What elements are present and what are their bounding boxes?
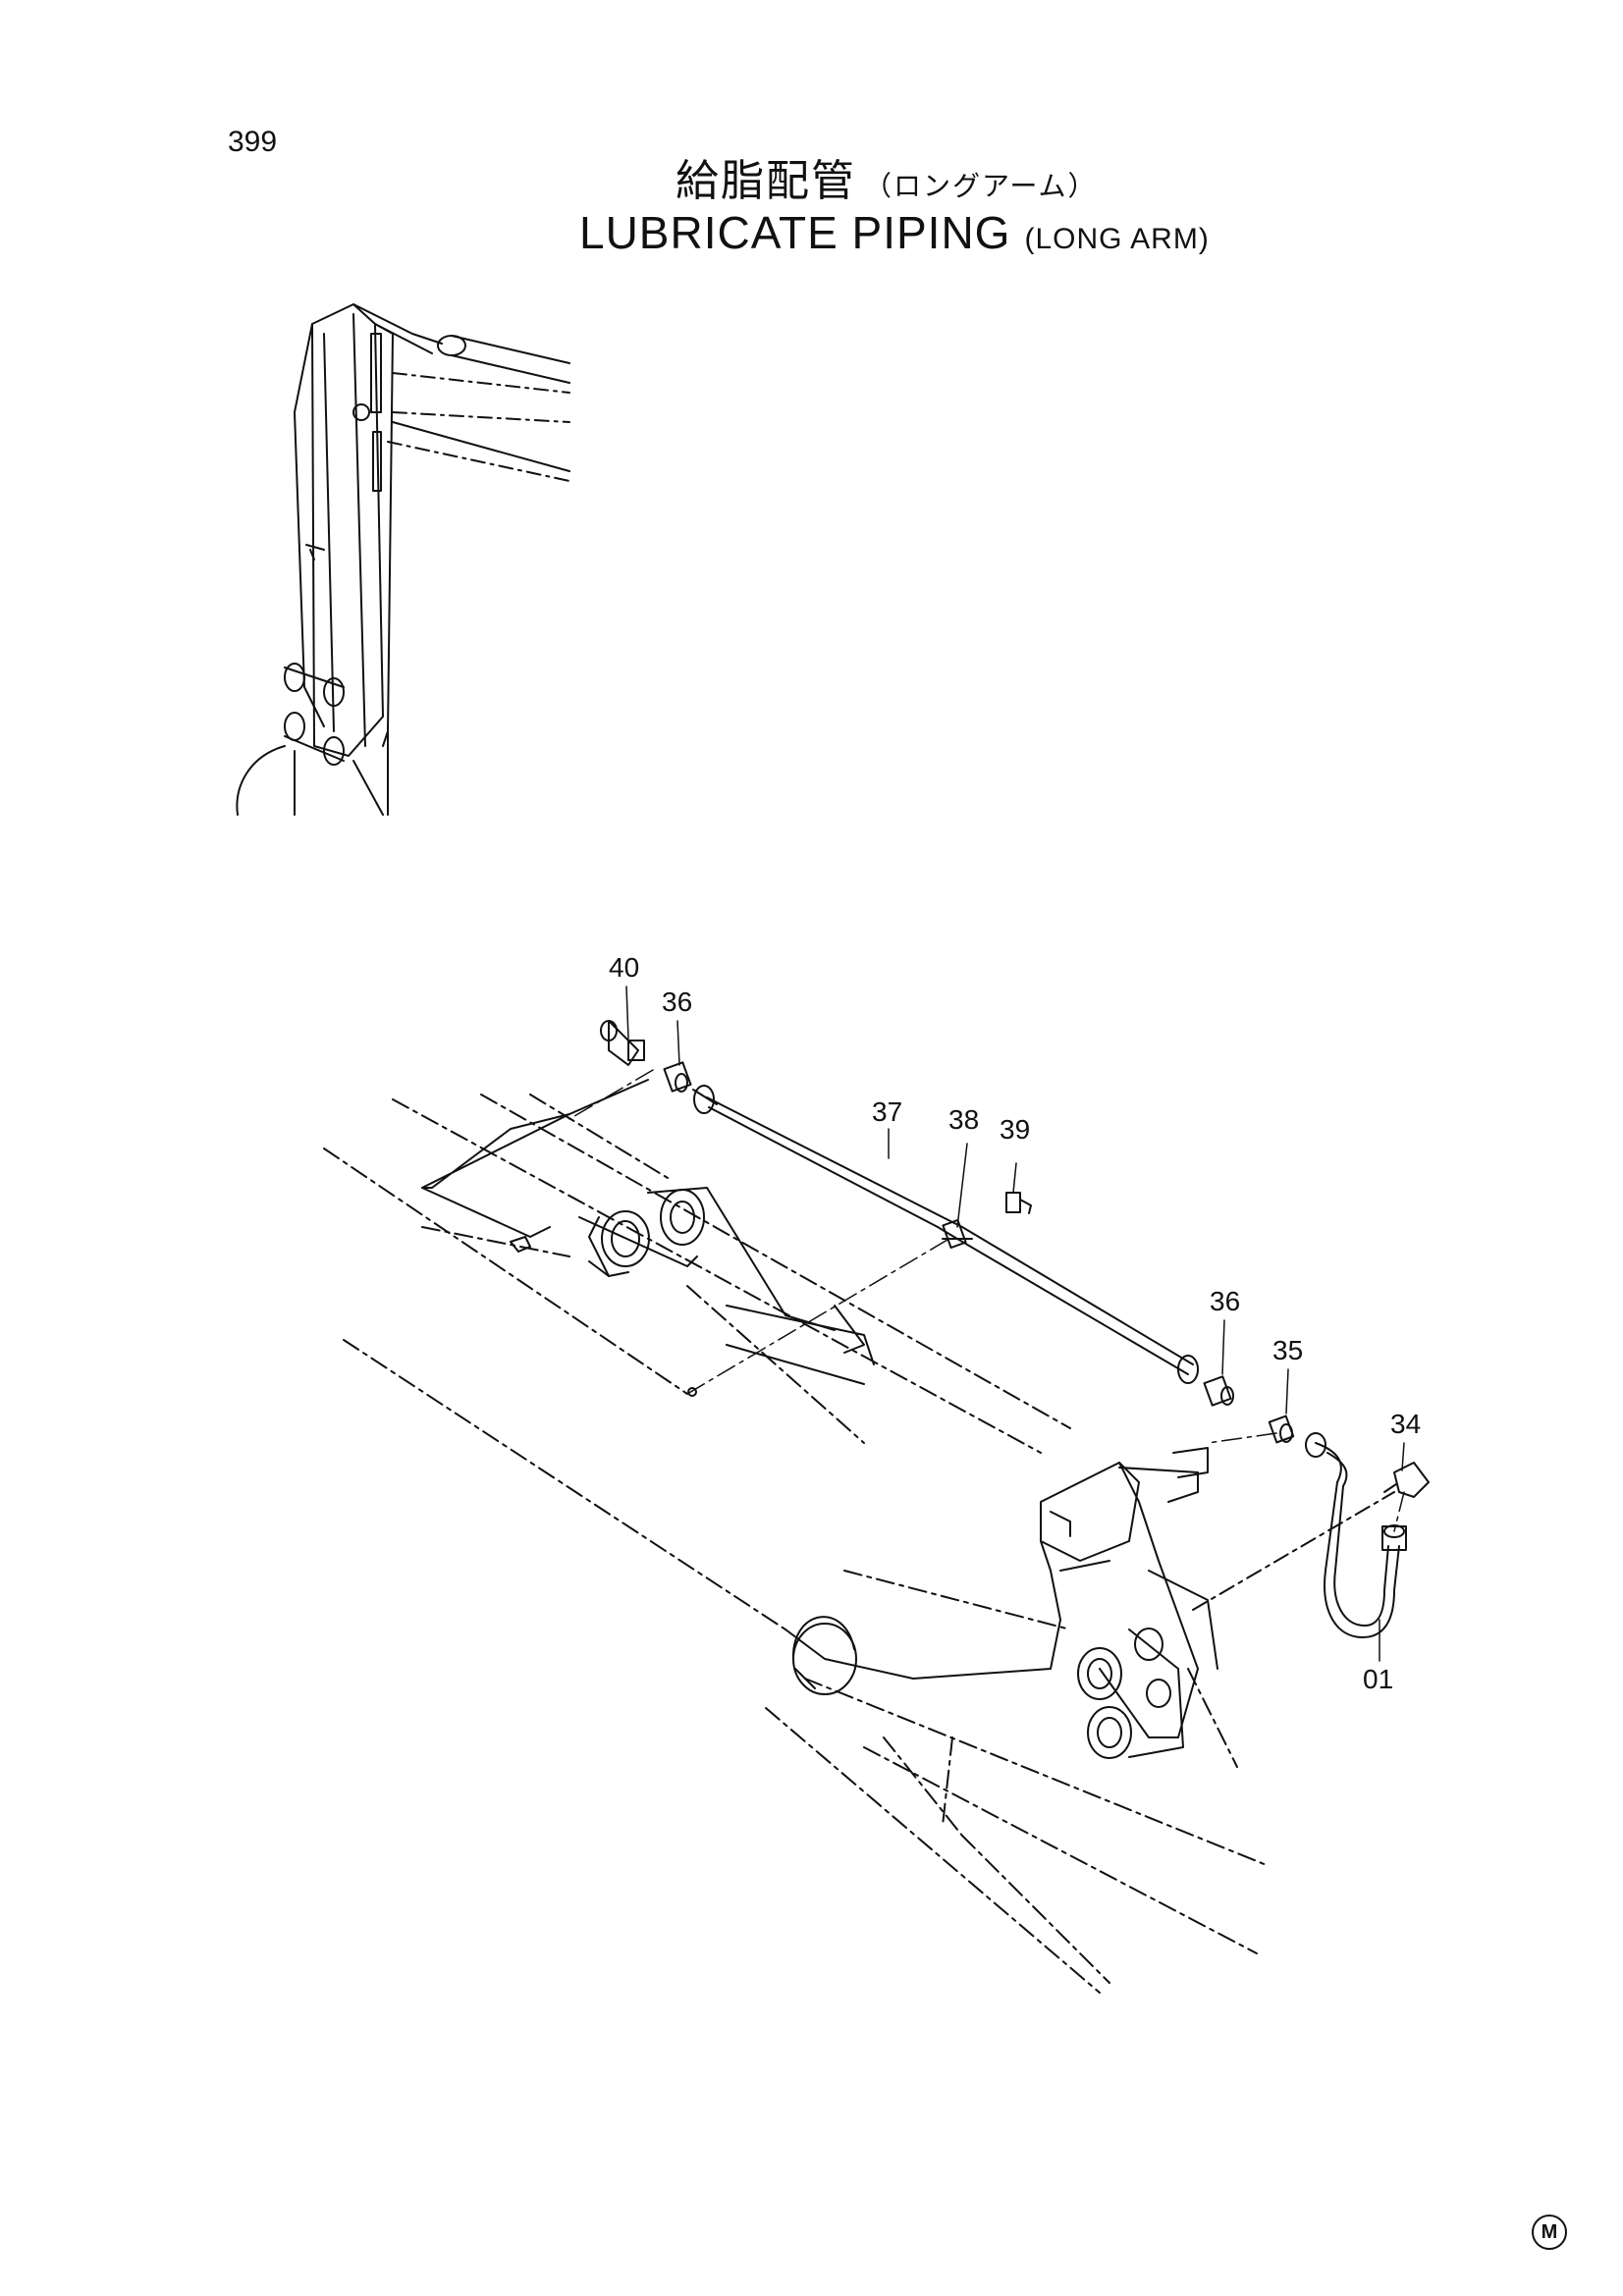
callout-36-lower: 36 bbox=[1210, 1286, 1240, 1316]
callout-36-upper: 36 bbox=[662, 987, 692, 1017]
right-end-bracket bbox=[784, 1447, 1218, 1738]
adapter-36-lower bbox=[1203, 1375, 1234, 1407]
right-pin-bosses bbox=[1077, 1628, 1184, 1759]
title-japanese-main: 給脂配管 bbox=[676, 156, 856, 206]
callout-34: 34 bbox=[1390, 1409, 1421, 1439]
title-english-sub: (LONG ARM) bbox=[1024, 223, 1210, 255]
bolt-39 bbox=[1005, 1192, 1032, 1214]
fitting-40 bbox=[600, 1020, 645, 1066]
center-lines bbox=[568, 1069, 1405, 1532]
page-number: 399 bbox=[228, 126, 278, 158]
left-large-boss bbox=[791, 1616, 857, 1695]
hose-01 bbox=[1192, 1432, 1407, 1638]
callout-labels: 40 36 37 38 39 36 35 34 01 bbox=[609, 952, 1421, 1694]
overview-arm-sketch bbox=[236, 303, 570, 816]
callout-38: 38 bbox=[948, 1104, 979, 1135]
callout-35: 35 bbox=[1272, 1335, 1303, 1365]
corner-mark: M bbox=[1532, 2215, 1567, 2250]
title-japanese-sub: （ロングアーム） bbox=[864, 170, 1098, 202]
arm-body-outline bbox=[323, 1094, 1268, 1994]
callout-37: 37 bbox=[872, 1096, 902, 1127]
adapter-36-upper bbox=[663, 1061, 692, 1093]
title-japanese: 給脂配管（ロングアーム） bbox=[676, 145, 1097, 208]
callout-39: 39 bbox=[1000, 1114, 1030, 1145]
title-english-main: LUBRICATE PIPING bbox=[579, 207, 1011, 258]
clamp-38 bbox=[942, 1218, 973, 1250]
leader-lines bbox=[625, 986, 1405, 1662]
title-english: LUBRICATE PIPING (LONG ARM) bbox=[579, 206, 1210, 259]
callout-40: 40 bbox=[609, 952, 639, 983]
small-hole bbox=[687, 1387, 697, 1397]
elbow-34 bbox=[1383, 1462, 1430, 1498]
adapter-35 bbox=[1268, 1415, 1295, 1444]
callout-01: 01 bbox=[1363, 1664, 1393, 1694]
left-pin-bosses bbox=[588, 1187, 865, 1354]
